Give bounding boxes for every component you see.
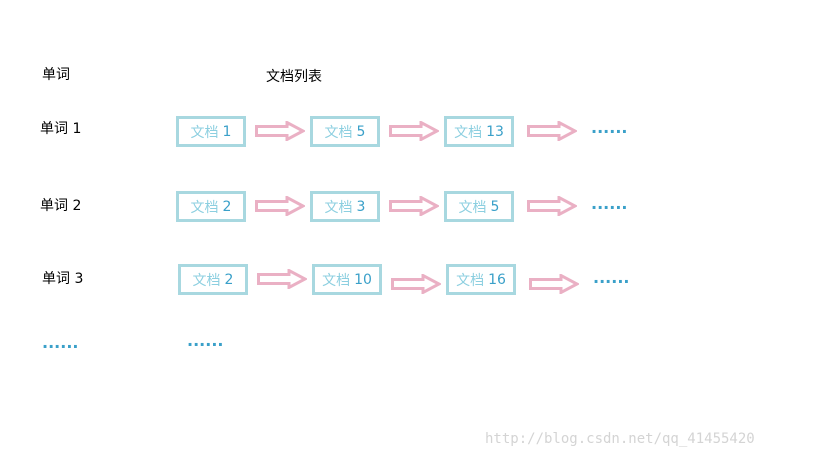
arrow-right-icon — [391, 274, 441, 294]
row-word-label: 单词 1 — [40, 121, 82, 137]
watermark: http://blog.csdn.net/qq_41455420 — [485, 431, 755, 447]
arrow-right-icon — [389, 121, 439, 141]
word-column-header: 单词 — [42, 67, 70, 83]
doc-number: 1 — [222, 123, 232, 140]
doc-word: 文档 — [192, 272, 221, 289]
row-continuation-ellipsis: ...... — [591, 118, 628, 137]
row-continuation-ellipsis: ...... — [593, 268, 630, 287]
row-word-label: 单词 2 — [40, 198, 82, 214]
arrow-right-icon — [529, 274, 579, 294]
doc-word: 文档 — [456, 272, 485, 289]
arrow-right-icon — [389, 196, 439, 216]
more-words-ellipsis: ...... — [42, 333, 79, 352]
doc-word: 文档 — [324, 124, 353, 141]
row-continuation-ellipsis: ...... — [591, 194, 628, 213]
arrow-right-icon — [257, 269, 307, 289]
doc-number: 2 — [222, 198, 232, 215]
doc-number: 3 — [356, 198, 366, 215]
doc-number: 10 — [354, 271, 372, 288]
doc-number: 5 — [490, 198, 500, 215]
doc-word: 文档 — [190, 124, 219, 141]
doc-number: 13 — [486, 123, 504, 140]
doc-word: 文档 — [454, 124, 483, 141]
doc-list-column-header: 文档列表 — [266, 69, 322, 85]
doc-number: 16 — [488, 271, 506, 288]
arrow-right-icon — [527, 121, 577, 141]
more-docs-ellipsis: ...... — [187, 331, 224, 350]
arrow-right-icon — [255, 121, 305, 141]
arrow-right-icon — [255, 196, 305, 216]
doc-number: 2 — [224, 271, 234, 288]
row-word-label: 单词 3 — [42, 271, 84, 287]
doc-word: 文档 — [458, 199, 487, 216]
doc-word: 文档 — [322, 272, 351, 289]
arrow-right-icon — [527, 196, 577, 216]
doc-word: 文档 — [324, 199, 353, 216]
doc-number: 5 — [356, 123, 366, 140]
doc-word: 文档 — [190, 199, 219, 216]
